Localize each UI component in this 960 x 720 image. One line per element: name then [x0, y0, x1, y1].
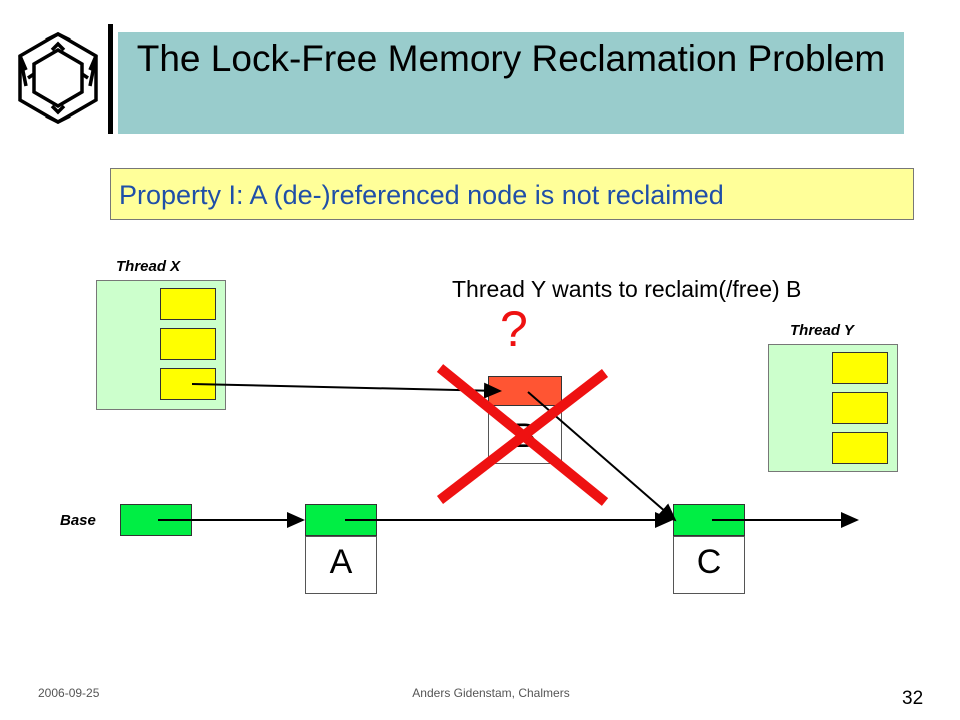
page-title: The Lock-Free Memory Reclamation Problem — [136, 38, 886, 79]
thread-y-label: Thread Y — [790, 322, 854, 339]
footer-date: 2006-09-25 — [38, 686, 100, 700]
node-c: C — [673, 536, 745, 594]
thread-y-pointer-3 — [832, 432, 888, 464]
thread-y-pointer-1 — [832, 352, 888, 384]
thread-x-to-b-arrow — [191, 382, 502, 399]
title-band — [118, 32, 904, 134]
node-c-label: C — [696, 543, 722, 581]
thread-y-pointer-2 — [832, 392, 888, 424]
thread-x-label: Thread X — [116, 258, 181, 275]
node-a: A — [305, 536, 377, 594]
question-mark: ? — [500, 301, 528, 357]
chalmers-logo-icon — [18, 31, 98, 125]
base-label: Base — [60, 512, 96, 529]
page-number: 32 — [902, 688, 924, 709]
thread-x-pointer-1 — [160, 288, 216, 320]
thread-x-pointer-2 — [160, 328, 216, 360]
subtitle-box: Property I: A (de-)referenced node is no… — [110, 168, 914, 220]
reclaim-note: Thread Y wants to reclaim(/free) B — [452, 276, 802, 302]
node-a-label: A — [329, 543, 353, 581]
cross-line-2 — [436, 369, 609, 504]
title-divider — [108, 24, 113, 134]
footer-author: Anders Gidenstam, Chalmers — [412, 686, 570, 700]
